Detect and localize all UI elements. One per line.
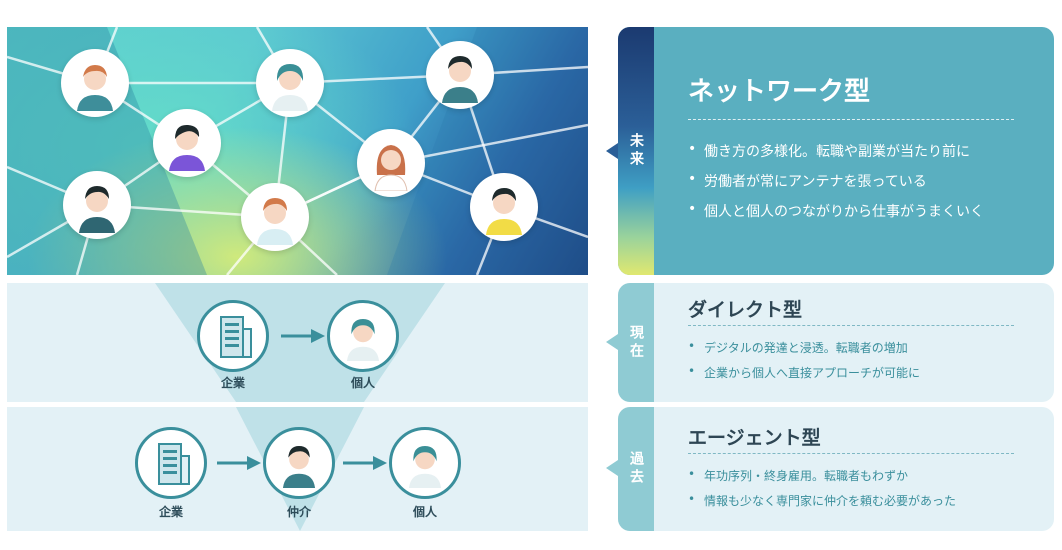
person-avatar-icon bbox=[389, 427, 461, 499]
bullet-item: 企業から個人へ直接アプローチが可能に bbox=[688, 364, 920, 381]
direct-model-illustration: 企業 個人 bbox=[7, 283, 588, 402]
bullet-item: 個人と個人のつながりから仕事がうまくいく bbox=[688, 201, 984, 221]
person-avatar-icon bbox=[256, 49, 324, 117]
agent-model-illustration: 企業 仲介 個人 bbox=[7, 407, 588, 531]
arrow-right-icon bbox=[217, 456, 261, 470]
arrow-right-icon bbox=[281, 329, 325, 343]
person-avatar-icon bbox=[357, 129, 425, 197]
past-bullets: 年功序列・終身雇用。転職者もわずか 情報も少なく専門家に仲介を頼む必要があった bbox=[688, 467, 956, 509]
future-card: 未来 ネットワーク型 働き方の多様化。転職や副業が当たり前に 労働者が常にアンテ… bbox=[618, 27, 1054, 275]
era-tab-present: 現在 bbox=[618, 283, 654, 402]
person-avatar-icon bbox=[263, 427, 335, 499]
funnel-shade-left bbox=[7, 27, 207, 275]
past-title: エージェント型 bbox=[688, 427, 821, 449]
era-label: 現在 bbox=[628, 324, 644, 361]
era-label: 過去 bbox=[628, 451, 644, 487]
era-tab-past: 過去 bbox=[618, 407, 654, 531]
era-tab-future: 未来 bbox=[618, 27, 654, 275]
bullet-item: 年功序列・終身雇用。転職者もわずか bbox=[688, 467, 956, 484]
person-avatar-icon bbox=[426, 41, 494, 109]
person-avatar-icon bbox=[241, 183, 309, 251]
pointer-present bbox=[606, 334, 618, 350]
bullet-item: 働き方の多様化。転職や副業が当たり前に bbox=[688, 141, 984, 161]
pointer-past bbox=[606, 460, 618, 476]
divider bbox=[688, 453, 1014, 454]
building-icon bbox=[135, 427, 207, 499]
person-avatar-icon bbox=[63, 171, 131, 239]
company-label: 企業 bbox=[220, 376, 245, 390]
individual-label: 個人 bbox=[412, 505, 437, 519]
person-avatar-icon bbox=[153, 109, 221, 177]
pointer-future bbox=[606, 143, 618, 159]
future-bullets: 働き方の多様化。転職や副業が当たり前に 労働者が常にアンテナを張っている 個人と… bbox=[688, 141, 984, 221]
divider bbox=[688, 325, 1014, 326]
bullet-item: デジタルの発達と浸透。転職者の増加 bbox=[688, 339, 920, 356]
bullet-item: 労働者が常にアンテナを張っている bbox=[688, 171, 984, 191]
person-avatar-icon bbox=[61, 49, 129, 117]
person-avatar-icon bbox=[470, 173, 538, 241]
person-avatar-icon bbox=[327, 300, 399, 372]
future-title: ネットワーク型 bbox=[688, 77, 871, 107]
network-illustration bbox=[7, 27, 588, 275]
present-bullets: デジタルの発達と浸透。転職者の増加 企業から個人へ直接アプローチが可能に bbox=[688, 339, 920, 381]
present-title: ダイレクト型 bbox=[688, 299, 803, 321]
present-card: 現在 ダイレクト型 デジタルの発達と浸透。転職者の増加 企業から個人へ直接アプロ… bbox=[618, 283, 1054, 402]
funnel-shade-right bbox=[387, 27, 588, 275]
bullet-item: 情報も少なく専門家に仲介を頼む必要があった bbox=[688, 492, 956, 509]
past-card: 過去 エージェント型 年功序列・終身雇用。転職者もわずか 情報も少なく専門家に仲… bbox=[618, 407, 1054, 531]
individual-label: 個人 bbox=[350, 376, 375, 390]
building-icon bbox=[197, 300, 269, 372]
company-label: 企業 bbox=[158, 505, 183, 519]
era-label: 未来 bbox=[628, 133, 644, 169]
agent-label: 仲介 bbox=[286, 505, 311, 519]
arrow-right-icon bbox=[343, 456, 387, 470]
divider bbox=[688, 119, 1014, 120]
